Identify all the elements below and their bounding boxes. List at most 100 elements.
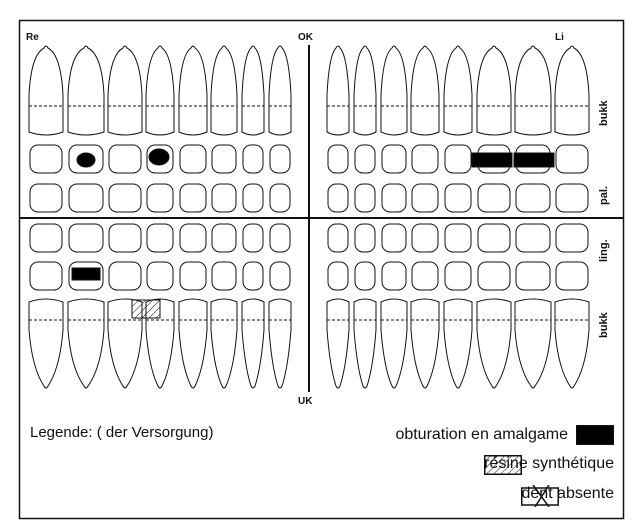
lower-tooth-outline [354, 299, 376, 388]
amalgam-filling [149, 149, 169, 165]
label-buccal-lower: bukk [598, 312, 610, 338]
label-upper-jaw: OK [298, 32, 313, 43]
lower-occlusal-outline [445, 262, 471, 290]
lower-tooth-outline [515, 299, 551, 388]
lower-occlusal-outline [30, 262, 62, 290]
lower-lingual-outline [180, 224, 206, 252]
upper-occlusal-outline [412, 145, 438, 173]
lower-lingual-outline [382, 224, 406, 252]
upper-occlusal-outline [212, 145, 236, 173]
lower-occlusal-outline [180, 262, 206, 290]
lower-tooth-outline [411, 299, 439, 388]
upper-occlusal-outline [445, 145, 471, 173]
label-lower-jaw: UK [298, 396, 312, 407]
lower-lingual-outline [69, 224, 103, 252]
upper-palatal-outline [180, 184, 206, 212]
lower-occlusal-outline [556, 262, 588, 290]
lower-occlusal-outline [109, 262, 141, 290]
upper-occlusal-outline [243, 145, 263, 173]
lower-lingual-outline [109, 224, 141, 252]
upper-tooth-outline [29, 46, 63, 135]
label-right: Re [26, 32, 39, 43]
legend-item-amalgam: obturation en amalgame [395, 425, 614, 445]
lower-lingual-outline [328, 224, 348, 252]
upper-occlusal-outline [180, 145, 206, 173]
upper-palatal-outline [328, 184, 348, 212]
upper-palatal-outline [355, 184, 375, 212]
upper-palatal-outline [556, 184, 588, 212]
upper-occlusal-outline [556, 145, 588, 173]
upper-occlusal-outline [270, 145, 290, 173]
upper-palatal-outline [270, 184, 290, 212]
lower-tooth-outline [477, 299, 511, 388]
lower-lingual-outline [30, 224, 62, 252]
amalgam-filling [514, 153, 554, 167]
label-lingual: ling. [598, 239, 610, 262]
upper-occlusal-outline [382, 145, 406, 173]
upper-tooth-outline [411, 46, 439, 135]
lower-occlusal-outline [382, 262, 406, 290]
upper-palatal-outline [69, 184, 103, 212]
legend-item-absent: dent absente [521, 485, 614, 503]
lower-tooth-outline [381, 299, 407, 388]
upper-tooth-outline [515, 46, 551, 135]
resin-filling [132, 300, 160, 318]
lower-tooth-outline [555, 299, 589, 388]
lower-occlusal-outline [355, 262, 375, 290]
upper-palatal-outline [412, 184, 438, 212]
lower-lingual-outline [478, 224, 510, 252]
label-palatal: pal. [598, 186, 610, 205]
upper-palatal-outline [147, 184, 173, 212]
upper-occlusal-outline [109, 145, 141, 173]
upper-occlusal-outline [355, 145, 375, 173]
upper-palatal-outline [516, 184, 550, 212]
upper-palatal-outline [109, 184, 141, 212]
lower-tooth-outline [29, 299, 63, 388]
lower-occlusal-outline [328, 262, 348, 290]
lower-occlusal-outline [212, 262, 236, 290]
lower-lingual-outline [355, 224, 375, 252]
lower-occlusal-outline [243, 262, 263, 290]
legend-label-amalgam: obturation en amalgame [395, 426, 568, 444]
lower-lingual-outline [412, 224, 438, 252]
upper-palatal-outline [478, 184, 510, 212]
legend-title: Legende: ( der Versorgung) [30, 424, 213, 441]
amalgam-filling [77, 153, 95, 167]
upper-tooth-outline [108, 46, 142, 135]
amalgam-swatch [576, 425, 614, 445]
label-buccal-upper: bukk [598, 100, 610, 126]
lower-occlusal-outline [478, 262, 510, 290]
upper-palatal-outline [243, 184, 263, 212]
lower-tooth-outline [242, 299, 264, 388]
lower-lingual-outline [147, 224, 173, 252]
upper-occlusal-outline [30, 145, 62, 173]
upper-palatal-outline [212, 184, 236, 212]
upper-palatal-outline [445, 184, 471, 212]
lower-lingual-outline [556, 224, 588, 252]
lower-tooth-outline [327, 299, 349, 388]
lower-tooth-outline [179, 299, 207, 388]
crossed-box-swatch [521, 485, 559, 507]
upper-tooth-outline [444, 46, 472, 135]
lower-occlusal-outline [147, 262, 173, 290]
lower-tooth-outline [269, 299, 291, 388]
upper-tooth-outline [146, 46, 174, 135]
upper-tooth-outline [477, 46, 511, 135]
lower-tooth-outline [211, 299, 237, 388]
upper-tooth-outline [269, 46, 291, 135]
lower-occlusal-outline [270, 262, 290, 290]
upper-occlusal-outline [328, 145, 348, 173]
upper-tooth-outline [555, 46, 589, 135]
lower-lingual-outline [270, 224, 290, 252]
upper-tooth-outline [327, 46, 349, 135]
amalgam-filling [472, 153, 512, 167]
upper-tooth-outline [179, 46, 207, 135]
legend-item-resin: résine synthétique [484, 455, 614, 473]
upper-tooth-outline [381, 46, 407, 135]
lower-lingual-outline [212, 224, 236, 252]
lower-lingual-outline [243, 224, 263, 252]
amalgam-filling [72, 268, 100, 280]
hatch-swatch [484, 455, 522, 475]
